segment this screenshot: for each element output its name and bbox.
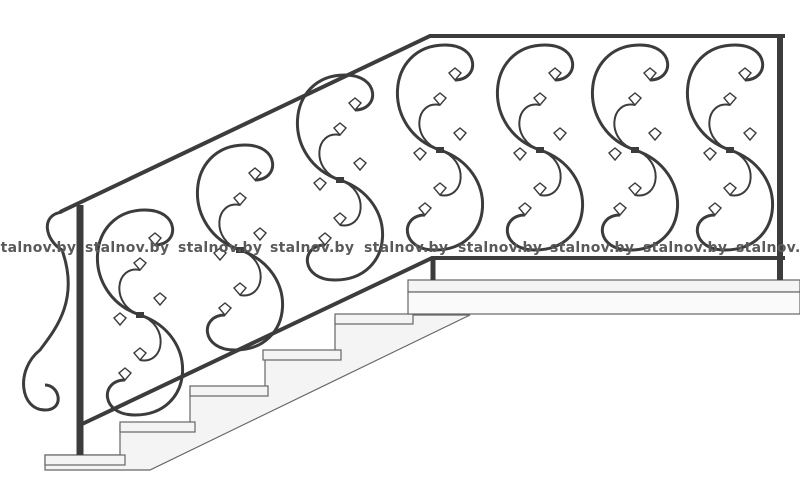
scroll-inner-upper — [318, 133, 341, 181]
scroll-collar — [726, 147, 734, 153]
watermark-text: stalnov.by — [0, 240, 77, 256]
leaf-ornament — [348, 97, 362, 112]
scroll-collar — [536, 147, 544, 153]
scroll-lower — [696, 148, 775, 252]
scroll-collar — [436, 147, 444, 153]
scroll-inner-lower — [339, 179, 362, 227]
scroll-lower — [506, 148, 585, 252]
leaf-ornament — [133, 347, 147, 362]
leaf-ornament — [613, 202, 627, 217]
leaf-ornament — [413, 147, 427, 162]
scroll-lower — [406, 148, 485, 252]
scroll-inner-upper — [708, 103, 731, 151]
scroll-inner-lower — [139, 314, 162, 362]
leaf-ornament — [743, 127, 757, 142]
leaf-ornament — [518, 202, 532, 217]
leaf-ornament — [533, 92, 547, 107]
railing-frame — [22, 34, 785, 455]
scroll-upper — [95, 208, 174, 317]
leaf-ornament — [333, 212, 347, 227]
leaf-ornament — [133, 257, 147, 272]
scroll-upper — [395, 43, 474, 152]
scroll-lower — [306, 178, 385, 282]
scroll-inner-lower — [239, 249, 262, 297]
scroll-upper — [590, 43, 669, 152]
leaf-ornament — [628, 92, 642, 107]
scroll-inner-lower — [634, 149, 657, 197]
leaf-ornament — [608, 147, 622, 162]
leaf-ornament — [723, 92, 737, 107]
watermark-text: stalnov.by — [270, 240, 355, 256]
scroll-upper — [195, 143, 274, 252]
leaf-ornament — [703, 147, 717, 162]
leaf-ornament — [418, 202, 432, 217]
leaf-ornament — [708, 202, 722, 217]
scroll-upper — [295, 73, 374, 182]
leaf-ornament — [628, 182, 642, 197]
leaf-ornament — [453, 127, 467, 142]
scroll-lower — [601, 148, 680, 252]
scroll-inner-upper — [218, 203, 241, 251]
watermark-text: stalnov.by — [364, 240, 449, 256]
leaf-ornament — [218, 302, 232, 317]
leaf-ornament — [433, 182, 447, 197]
watermark-text: stalnov.by — [643, 240, 728, 256]
landing-face — [407, 291, 800, 315]
leaf-ornament — [533, 182, 547, 197]
scroll-upper — [495, 43, 574, 152]
handrail — [59, 34, 785, 214]
scroll-inner-lower — [729, 149, 752, 197]
leaf-ornament — [548, 67, 562, 82]
watermark-text: stalnov.by — [550, 240, 635, 256]
scroll-inner-lower — [439, 149, 462, 197]
scroll-lower — [206, 248, 285, 352]
leaf-ornament — [643, 67, 657, 82]
leaf-ornament — [153, 292, 167, 307]
step-4 — [262, 349, 342, 361]
leaf-ornament — [333, 122, 347, 137]
leaf-ornament — [233, 192, 247, 207]
leaf-ornament — [118, 367, 132, 382]
leaf-ornament — [738, 67, 752, 82]
leaf-ornament — [253, 227, 267, 242]
leaf-ornament — [448, 67, 462, 82]
leaf-ornament — [233, 282, 247, 297]
leaf-ornament — [248, 167, 262, 182]
leaf-ornament — [553, 127, 567, 142]
scroll-ornaments — [95, 43, 775, 417]
watermark-text: stalnov.by — [85, 240, 170, 256]
leaf-ornament — [148, 232, 162, 247]
watermark-text: stalnov.by — [178, 240, 263, 256]
scroll-inner-lower — [539, 149, 562, 197]
leaf-ornament — [513, 147, 527, 162]
volute-scroll — [22, 210, 70, 412]
scroll-inner-upper — [613, 103, 636, 151]
scroll-upper — [685, 43, 764, 152]
scroll-collar — [236, 247, 244, 253]
scroll-collar — [136, 312, 144, 318]
staircase — [44, 279, 800, 471]
leaf-ornament — [318, 232, 332, 247]
leaf-ornament — [433, 92, 447, 107]
watermark-text: stalnov.by — [458, 240, 543, 256]
leaf-ornament — [313, 177, 327, 192]
scroll-inner-upper — [118, 268, 141, 316]
leaf-ornament — [648, 127, 662, 142]
scroll-collar — [336, 177, 344, 183]
scroll-inner-upper — [518, 103, 541, 151]
scroll-inner-upper — [418, 103, 441, 151]
scroll-collar — [631, 147, 639, 153]
step-1 — [44, 454, 126, 466]
leaf-ornament — [353, 157, 367, 172]
leaf-ornament — [213, 247, 227, 262]
scroll-lower — [106, 313, 185, 417]
step-2 — [119, 421, 196, 433]
landing — [407, 279, 800, 293]
leaf-ornament — [113, 312, 127, 327]
step-3 — [189, 385, 269, 397]
leaf-ornament — [723, 182, 737, 197]
watermark-text: stalnov.by — [736, 240, 800, 256]
step-5 — [334, 313, 414, 325]
